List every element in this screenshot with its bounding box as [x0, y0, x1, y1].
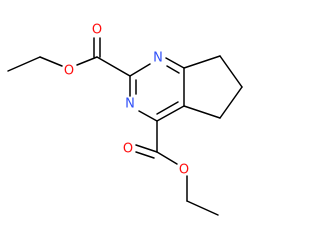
- bond-n1-c7a-inner: [166, 65, 180, 74]
- bond-c2-n1: [129, 63, 151, 77]
- bond-c6-c5: [219, 86, 243, 119]
- bond-carboxyl-c2-carbonyl-o-a: [135, 144, 158, 153]
- bond-ethyl2-ch2-ch3: [186, 200, 219, 216]
- bond-c4a-c4-inner: [156, 101, 179, 115]
- bond-carboxyl-c2-ether-o: [156, 151, 178, 165]
- bond-ethyl1-ch3-ch2: [7, 56, 41, 72]
- bond-carboxyl-c2-carbonyl-o-b: [135, 151, 155, 159]
- bond-c7a-c7: [183, 55, 221, 69]
- atom-n1: N: [153, 51, 163, 66]
- bonds: [7, 37, 243, 216]
- atom-o-ester2-carbonyl: O: [123, 142, 133, 157]
- atom-n3: N: [125, 97, 135, 112]
- bond-c7-c6: [219, 55, 243, 88]
- bond-c5-c4a: [183, 105, 221, 119]
- bond-o-carboxyl-c1: [76, 56, 98, 66]
- bond-n1-c7a: [165, 57, 185, 69]
- molecule-structure-diagram: O O N N O O: [7, 23, 243, 216]
- atom-o-ester1-ether: O: [64, 64, 74, 79]
- bond-carboxyl-c1-ring-c2: [96, 56, 131, 77]
- atom-labels: O O N N O O: [64, 23, 189, 178]
- atom-o-ester2-ether: O: [179, 163, 189, 178]
- bond-ethyl1-ch2-o: [39, 56, 63, 67]
- bond-c4a-c4: [156, 105, 185, 122]
- atom-o-ester1-carbonyl: O: [92, 23, 102, 38]
- bond-c4-n3: [138, 110, 158, 122]
